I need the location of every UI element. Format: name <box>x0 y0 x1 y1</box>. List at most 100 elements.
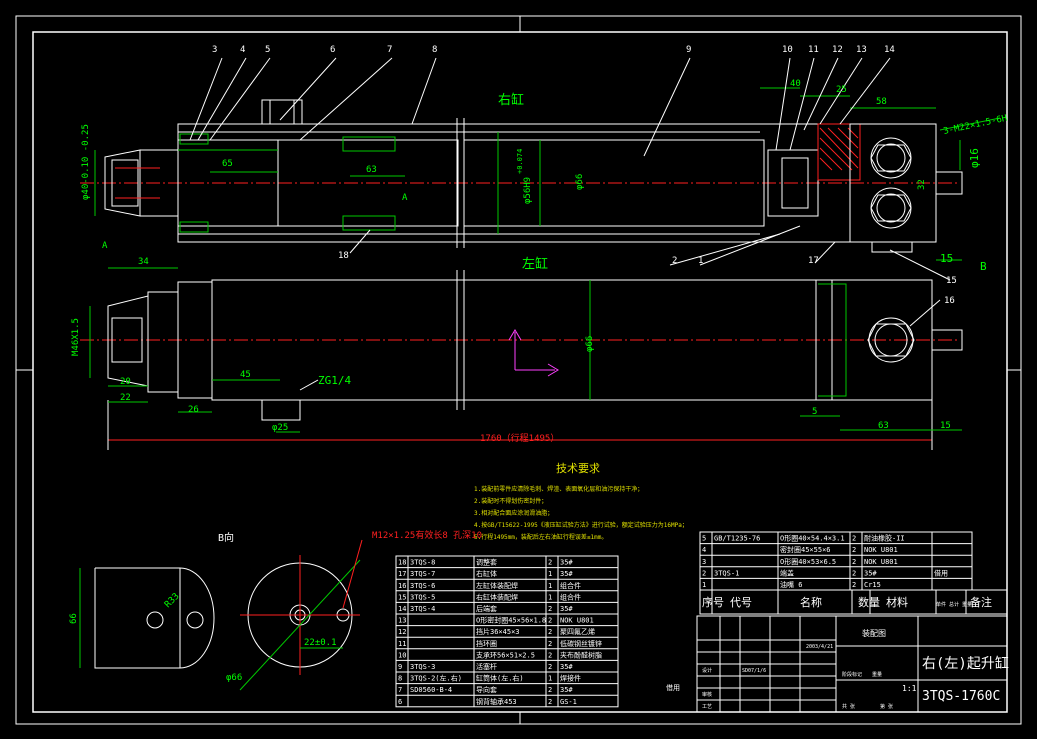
dim-phi66-b: φ66 <box>226 673 242 683</box>
parts-cell: 2 <box>548 559 552 567</box>
balloon-18: 18 <box>338 251 349 261</box>
balloon-7: 7 <box>387 45 392 55</box>
dim-16: φ16 <box>968 148 981 168</box>
tech-item-5: 5.行程1495mm，装配后左右油缸行程误差≤1mm。 <box>474 533 607 541</box>
tb-cell-date: 2003/4/21 <box>806 644 833 650</box>
parts-cell: 组合件 <box>560 592 581 601</box>
tb-cell-review: 审核 <box>702 691 712 698</box>
parts-cell: NOK U801 <box>864 546 898 554</box>
b-view <box>79 539 363 691</box>
tb-cell-stage: 阶段标记 <box>842 671 862 678</box>
parts-cell: 3TQS-5 <box>410 593 435 601</box>
parts-cell: 借用 <box>934 568 948 577</box>
dim-63-bottom: 63 <box>878 421 889 431</box>
parts-cell: 1 <box>548 570 552 578</box>
parts-cell: 2 <box>548 698 552 706</box>
parts-cell: 11 <box>398 640 406 648</box>
dim-thread-m46: M46X1.5 <box>71 318 81 356</box>
parts-cell: 35# <box>864 569 877 577</box>
parts-cell: 2 <box>852 546 856 554</box>
tb-cell-weight: 重量 <box>872 671 882 678</box>
dim-thread: 3-M22×1.5-6H <box>943 114 1009 137</box>
parts-cell: 17 <box>398 570 406 578</box>
parts-cell: 聚四氟乙烯 <box>560 627 595 636</box>
parts-cell: 夹布酚醛树脂 <box>560 650 602 659</box>
parts-cell: 2 <box>702 569 706 577</box>
parts-cell: 右缸体装配焊 <box>476 592 518 601</box>
parts-header-name: 名称 <box>800 595 822 609</box>
parts-cell: 左缸体装配焊 <box>476 581 518 590</box>
dim-25: 25 <box>836 85 847 95</box>
tech-item-2: 2.装配时不得划伤密封件； <box>474 497 547 505</box>
dim-bore: φ56H9 <box>523 177 533 204</box>
parts-header-note: 备注 <box>970 595 992 609</box>
bottom-view-label: 左缸 <box>522 256 548 272</box>
parts-cell: 15 <box>398 593 406 601</box>
scale: 1:1 <box>902 684 917 693</box>
dim-15-bottom: 15 <box>940 421 951 431</box>
dim-bore-tol: +0.074 <box>516 149 524 174</box>
parts-cell: 调整套 <box>476 558 497 567</box>
balloon-9: 9 <box>686 45 691 55</box>
tb-cell-craft: 工艺 <box>702 704 712 710</box>
tb-cell-design: 设计 <box>702 667 712 674</box>
dim-40: 40 <box>790 79 801 89</box>
dim-32: 32 <box>917 179 927 190</box>
parts-cell: 1 <box>548 675 552 683</box>
parts-cell: 14 <box>398 605 406 613</box>
parts-cell: 1 <box>702 581 706 589</box>
dim-58: 58 <box>876 97 887 107</box>
parts-cell: 组合件 <box>560 581 581 590</box>
parts-cell: 2 <box>548 628 552 636</box>
balloon-17: 17 <box>808 256 819 266</box>
parts-header-qty: 数量 <box>858 596 880 609</box>
parts-cell: 后端套 <box>476 604 497 613</box>
parts-cell: 2 <box>548 651 552 659</box>
bottom-cylinder-view <box>80 267 963 450</box>
dim-rod-dia: φ40-0.10 -0.25 <box>81 124 91 200</box>
balloon-12: 12 <box>832 45 843 55</box>
parts-cell: 2 <box>548 640 552 648</box>
dim-r33: R33 <box>163 592 182 611</box>
parts-cell: 右缸体 <box>476 569 497 578</box>
parts-cell: GS-1 <box>560 698 577 706</box>
parts-cell: 6 <box>398 698 402 706</box>
parts-cell: 35# <box>560 570 573 578</box>
parts-cell: 10 <box>398 651 406 659</box>
tb-cell-ref: SD07/1/6 <box>742 668 766 674</box>
parts-cell: 端盖 <box>780 568 794 577</box>
parts-cell: 支承环56×51×2.5 <box>476 650 535 659</box>
balloon-6: 6 <box>330 45 335 55</box>
tech-item-4: 4.按GB/T15622-1995《液压缸试验方法》进行试验，额定试验压力为16… <box>474 521 688 529</box>
parts-cell: 2 <box>852 581 856 589</box>
dim-66-bottom: φ66 <box>585 336 595 352</box>
balloon-11: 11 <box>808 45 819 55</box>
dim-66: φ66 <box>575 174 585 190</box>
drawing-title: 右(左)起升缸 <box>922 655 1009 672</box>
parts-cell: 挡环圈 <box>476 639 497 648</box>
dim-65: 65 <box>222 159 233 169</box>
dim-20: 20 <box>120 377 131 387</box>
parts-cell: 挡片36×45×3 <box>476 627 520 636</box>
balloon-8: 8 <box>432 45 437 55</box>
parts-cell: 35# <box>560 559 573 567</box>
parts-cell: 缸筒体(左.右) <box>476 674 524 683</box>
parts-cell: 3TQS-7 <box>410 570 435 578</box>
parts-cell: 3 <box>702 558 706 566</box>
parts-cell: O形密封圈45×56×1.8 <box>476 616 546 625</box>
parts-cell: 1 <box>548 582 552 590</box>
top-cylinder-view <box>80 57 1001 281</box>
technical-requirements: 技术要求 1.装配前零件应清除毛刺、焊渣、表面氧化层和油污保持干净； 2.装配时… <box>474 462 688 541</box>
parts-cell: 35# <box>560 605 573 613</box>
parts-header-weight: 单件 总计 重量 <box>936 601 972 608</box>
parts-cell: 2 <box>548 605 552 613</box>
parts-cell: 5 <box>702 535 706 543</box>
dim-45: 45 <box>240 370 251 380</box>
parts-cell: 3TQS-8 <box>410 559 435 567</box>
dim-22: 22 <box>120 393 131 403</box>
dim-m12: M12×1.25有效长8 孔深10 <box>372 529 482 541</box>
parts-cell: 3TQS-1 <box>714 569 739 577</box>
